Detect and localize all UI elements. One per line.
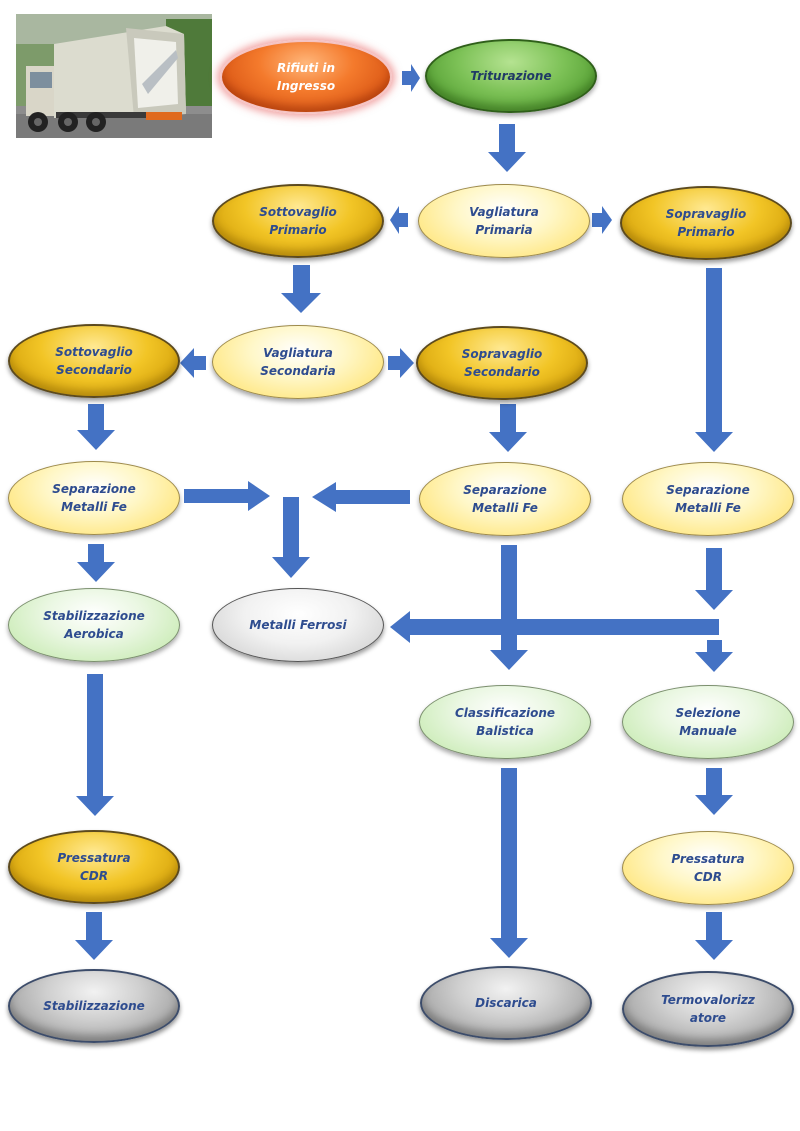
arrow-sottovaglio-primario-to-vagliatura-secondaria <box>281 265 321 313</box>
node-vagliatura-primaria: Vagliatura Primaria <box>418 184 590 258</box>
arrow-vagliatura-primaria-to-sottovaglio-primario <box>390 206 408 234</box>
node-pressatura-cdr-left: Pressatura CDR <box>8 830 180 904</box>
node-label: Discarica <box>475 996 537 1010</box>
node-label: Classificazione Balistica <box>454 706 556 738</box>
arrow-separazione-2-left <box>312 482 410 512</box>
arrow-classificazione-balistica-to-discarica <box>490 768 528 958</box>
node-label: Triturazione <box>470 69 552 83</box>
arrow-sopravaglio-primario-to-separazione-3 <box>695 268 733 452</box>
node-selezione-manuale: Selezione Manuale <box>622 685 794 759</box>
arrow-separazione-2-to-classificazione-balistica <box>490 545 528 670</box>
arrow-separazione-1-right <box>184 481 270 511</box>
arrow-rifiuti-to-triturazione <box>402 64 420 92</box>
arrow-bar-to-metalli-ferrosi <box>390 611 719 643</box>
node-label: Stabilizzazione <box>43 999 145 1013</box>
node-classificazione-balistica: Classificazione Balistica <box>419 685 591 759</box>
node-label: Termovalorizz atore <box>661 993 755 1025</box>
node-sottovaglio-primario: Sottovaglio Primario <box>212 184 384 258</box>
node-label: Separazione Metalli Fe <box>52 482 136 514</box>
node-label: Rifiuti in Ingresso <box>276 61 336 93</box>
arrow-vagliatura-primaria-to-sopravaglio-primario <box>592 206 612 234</box>
node-sopravaglio-secondario: Sopravaglio Secondario <box>416 326 588 400</box>
garbage-truck-photo <box>16 14 212 138</box>
arrow-to-metalli-ferrosi <box>272 497 310 578</box>
arrow-vagliatura-secondaria-to-sottovaglio-secondario <box>180 348 206 378</box>
node-label: Selezione Manuale <box>675 706 741 738</box>
arrow-triturazione-to-vagliatura-primaria <box>488 124 526 172</box>
node-label: Separazione Metalli Fe <box>666 483 750 515</box>
node-vagliatura-secondaria: Vagliatura Secondaria <box>212 325 384 399</box>
arrow-pressatura-left-to-stabilizzazione <box>75 912 113 960</box>
arrow-pressatura-right-to-termovalorizzatore <box>695 912 733 960</box>
node-label: Sottovaglio Secondario <box>55 345 133 377</box>
node-rifiuti-in-ingresso: Rifiuti in Ingresso <box>220 40 392 114</box>
node-separazione-metalli-fe-1: Separazione Metalli Fe <box>8 461 180 535</box>
node-label: Stabilizzazione Aerobica <box>43 609 145 641</box>
arrow-vagliatura-secondaria-to-sopravaglio-secondario <box>388 348 414 378</box>
node-triturazione: Triturazione <box>425 39 597 113</box>
node-stabilizzazione-aerobica: Stabilizzazione Aerobica <box>8 588 180 662</box>
arrow-stabilizzazione-aerobica-to-pressatura-left <box>76 674 114 816</box>
arrow-sottovaglio-secondario-to-separazione-1 <box>77 404 115 450</box>
node-metalli-ferrosi: Metalli Ferrosi <box>212 588 384 662</box>
node-sopravaglio-primario: Sopravaglio Primario <box>620 186 792 260</box>
node-sottovaglio-secondario: Sottovaglio Secondario <box>8 324 180 398</box>
arrow-selezione-manuale-to-pressatura-right <box>695 768 733 815</box>
node-label: Metalli Ferrosi <box>249 618 347 632</box>
node-label: Pressatura CDR <box>671 852 745 884</box>
arrow-separazione-3-down <box>695 548 733 610</box>
node-label: Separazione Metalli Fe <box>463 483 547 515</box>
node-label: Sopravaglio Secondario <box>461 347 543 379</box>
node-label: Vagliatura Primaria <box>469 205 539 237</box>
node-separazione-metalli-fe-3: Separazione Metalli Fe <box>622 462 794 536</box>
node-termovalorizzatore: Termovalorizz atore <box>622 971 794 1047</box>
arrow-bar-to-selezione-manuale <box>695 640 733 672</box>
arrow-separazione-1-to-stabilizzazione-aerobica <box>77 544 115 582</box>
node-label: Vagliatura Secondaria <box>260 346 336 378</box>
node-separazione-metalli-fe-2: Separazione Metalli Fe <box>419 462 591 536</box>
node-pressatura-cdr-right: Pressatura CDR <box>622 831 794 905</box>
node-stabilizzazione: Stabilizzazione <box>8 969 180 1043</box>
node-label: Sopravaglio Primario <box>665 207 747 239</box>
node-label: Pressatura CDR <box>57 851 131 883</box>
node-label: Sottovaglio Primario <box>259 205 337 237</box>
node-discarica: Discarica <box>420 966 592 1040</box>
arrow-sopravaglio-secondario-to-separazione-2 <box>489 404 527 452</box>
